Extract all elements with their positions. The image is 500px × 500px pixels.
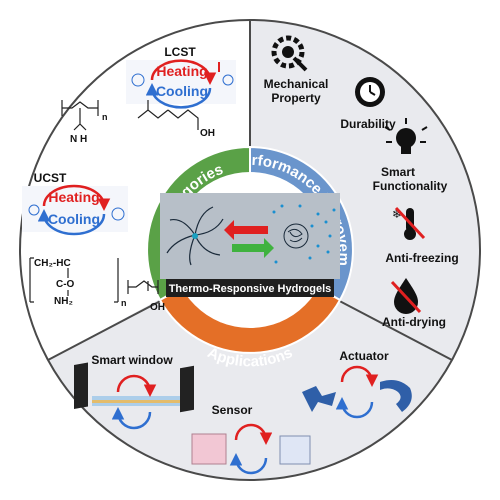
- lcst-arrow-cooling: [145, 83, 212, 109]
- ucst-panel: Heating Cooling: [22, 184, 128, 236]
- performance-content: Mechanical Property Durability Smart Fun…: [264, 35, 459, 329]
- smart-text-1: Smart: [381, 165, 415, 179]
- gear-wrench-icon: [271, 35, 308, 72]
- applications-content: Smart window Actuator Sensor: [74, 349, 412, 475]
- ucst-cooling-text: Cooling: [48, 211, 100, 227]
- arrow-red: [224, 220, 268, 240]
- lcst-heating-text: Heating: [156, 63, 207, 79]
- window-arrow-blue: [111, 407, 152, 430]
- actuator-arrow-blue: [335, 397, 374, 419]
- divider-left: [47, 295, 171, 361]
- actuator-text: Actuator: [339, 349, 389, 363]
- polymer-core: [192, 233, 198, 239]
- center-title-bar: [166, 279, 334, 297]
- lcst-coil-right: [222, 74, 234, 86]
- actuator-arrow-red: [340, 365, 379, 387]
- lcst-chem-oh: OH: [200, 128, 215, 139]
- ucst-chem-chain: CH₂-HC: [34, 258, 71, 269]
- ucst-chem-co: C-O: [56, 279, 75, 290]
- actuator-shape-right: [380, 380, 412, 412]
- sensor-cube-right: [279, 435, 311, 465]
- window-left: [74, 362, 88, 409]
- smart-window-text: Smart window: [91, 353, 173, 367]
- window-arrow-red: [116, 374, 157, 397]
- actuator-shape-left: [302, 386, 336, 412]
- sensor-cube-left: [191, 433, 227, 465]
- water-drop-thermometer-icon: [390, 278, 422, 314]
- lcst-coil-left: [131, 73, 145, 87]
- lcst-arrow-heating: [150, 59, 217, 85]
- ucst-chem-nh2: NH₂: [54, 296, 73, 307]
- polymer-globule: [283, 223, 309, 249]
- center-title: Thermo-Responsive Hydrogels: [169, 283, 332, 295]
- lightbulb-icon: [384, 118, 428, 154]
- ucst-arrow-cooling: [37, 209, 106, 236]
- center-illustration: Thermo-Responsive Hydrogels: [160, 193, 340, 297]
- lcst-cooling-text: Cooling: [156, 83, 208, 99]
- ucst-chem-oh: OH: [150, 302, 165, 313]
- snowflake-thermometer-icon: ❄: [392, 206, 426, 240]
- light-beam-warm: [92, 400, 192, 403]
- sensor-illustration: [191, 423, 311, 475]
- lcst-chem-nh: N H: [70, 134, 87, 145]
- svg-text:❄: ❄: [392, 207, 402, 221]
- ucst-label: UCST: [34, 171, 67, 185]
- antidrying-text: Anti-drying: [382, 315, 446, 329]
- ucst-coil-right: [111, 207, 125, 221]
- antifreezing-text: Anti-freezing: [385, 251, 458, 265]
- lcst-chemical-structure: [61, 100, 199, 131]
- window-right: [180, 365, 194, 413]
- smart-window-illustration: [74, 362, 194, 430]
- ucst-arrow-heating: [42, 184, 111, 211]
- lcst-label: LCST: [164, 45, 196, 59]
- actuator-illustration: [302, 365, 412, 419]
- center-image-bg: [160, 193, 340, 279]
- smart-text-2: Functionality: [373, 179, 448, 193]
- mechanical-text-2: Property: [271, 91, 321, 105]
- clock-icon: [355, 77, 385, 107]
- ucst-heating-text: Heating: [48, 189, 99, 205]
- durability-text: Durability: [340, 117, 396, 131]
- water-dots: [272, 204, 336, 264]
- sensor-arrow-red: [234, 423, 273, 445]
- ucst-chemical-structure: [29, 257, 159, 303]
- ucst-chem-n: n: [121, 298, 127, 308]
- arrow-green: [232, 238, 274, 258]
- lcst-chem-n: n: [102, 112, 108, 122]
- sensor-arrow-blue: [229, 453, 268, 475]
- lcst-panel: Heating Cooling: [126, 59, 236, 109]
- sensor-text: Sensor: [212, 403, 253, 417]
- mechanical-text-1: Mechanical: [264, 77, 329, 91]
- ucst-coil-left: [28, 204, 40, 216]
- categories-content: LCST Heating Cooling n N H OH UCST Heati…: [22, 45, 236, 313]
- divider-right: [329, 295, 453, 361]
